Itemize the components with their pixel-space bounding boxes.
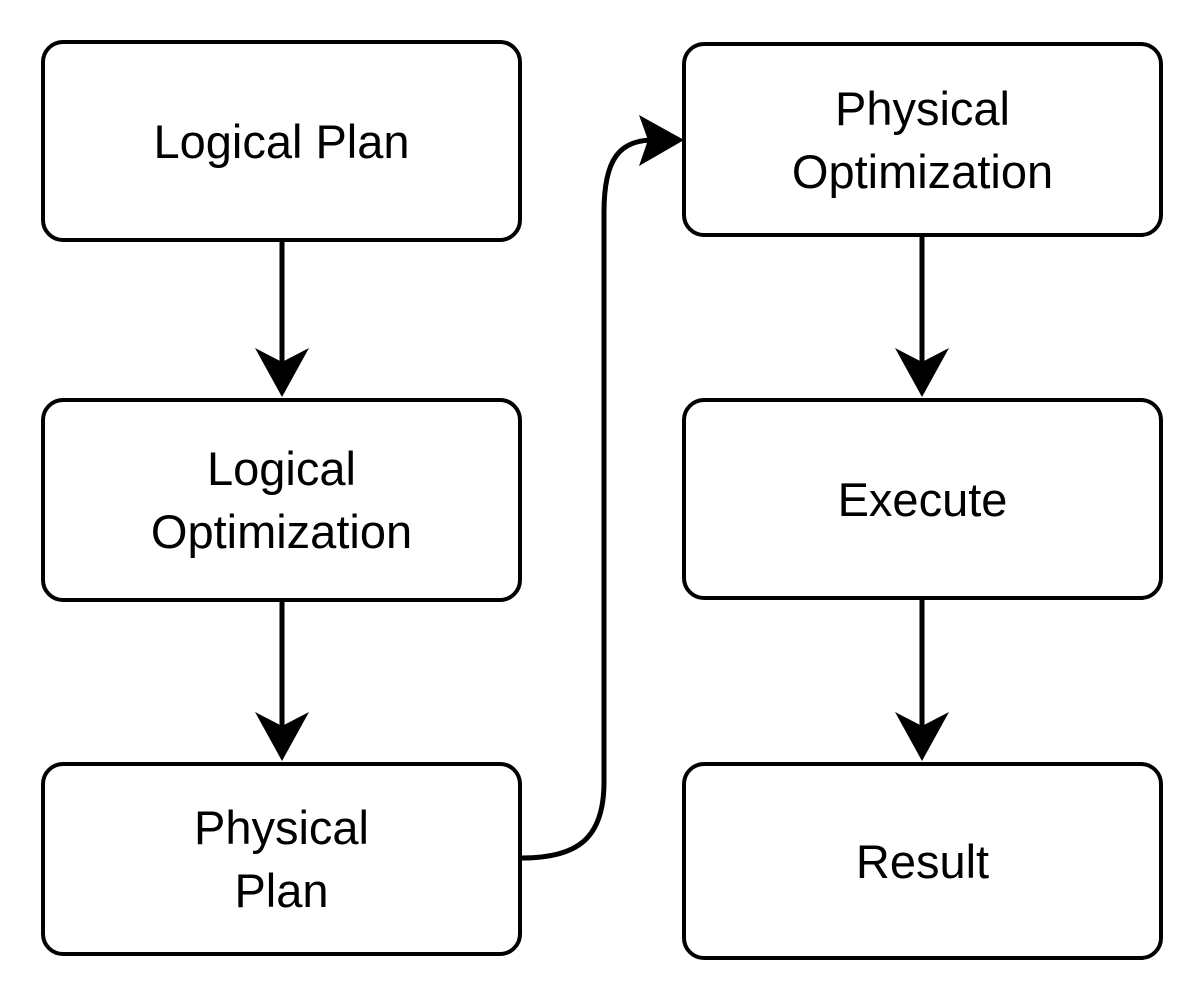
node-logical-optimization-label: Logical Optimization: [150, 442, 413, 558]
node-logical-optimization[interactable]: Logical Optimization: [41, 398, 522, 602]
edge-logical-optimization-to-physical-plan: [255, 602, 309, 761]
node-logical-plan-label: Logical Plan: [153, 114, 410, 168]
edge-physical-optimization-to-execute: [895, 237, 949, 397]
node-physical-optimization[interactable]: Physical Optimization: [682, 42, 1163, 237]
node-physical-plan[interactable]: Physical Plan: [41, 762, 522, 956]
node-physical-optimization-label: Physical Optimization: [791, 81, 1054, 198]
node-logical-plan[interactable]: Logical Plan: [41, 40, 522, 242]
node-execute[interactable]: Execute: [682, 398, 1163, 600]
node-physical-plan-label: Physical Plan: [193, 801, 369, 917]
node-result-label: Result: [855, 834, 990, 888]
edge-logical-plan-to-logical-optimization: [255, 242, 309, 397]
node-execute-label: Execute: [837, 472, 1008, 526]
node-result[interactable]: Result: [682, 762, 1163, 960]
edge-physical-plan-to-physical-optimization: [519, 115, 684, 861]
edge-execute-to-result: [895, 600, 949, 761]
